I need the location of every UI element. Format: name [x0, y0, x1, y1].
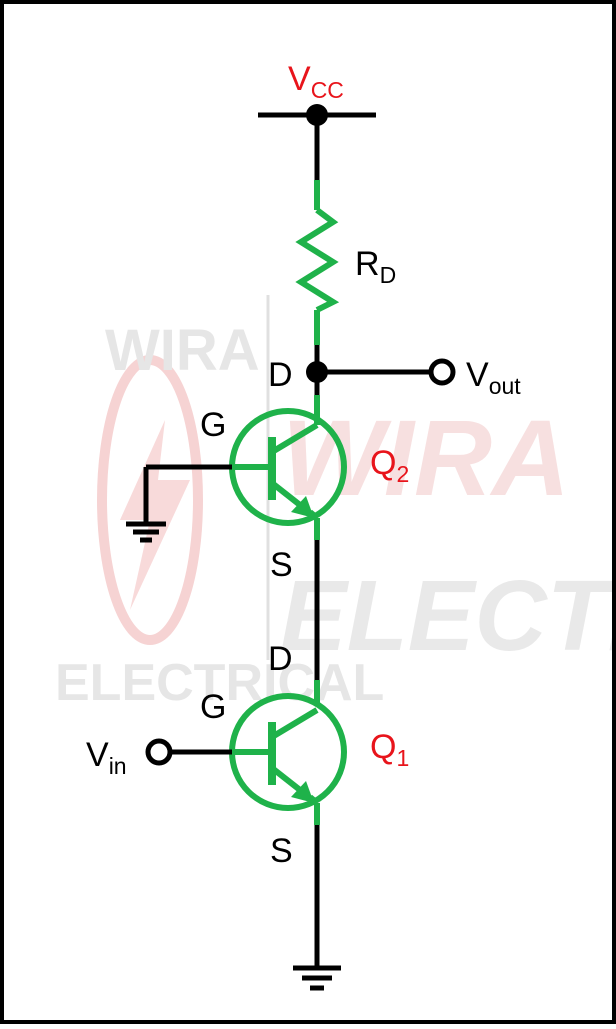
- vcc-label: VCC: [288, 60, 344, 103]
- q2-gate-label: G: [200, 406, 226, 444]
- watermark-small-bottom: ELECTRICAL: [55, 654, 384, 712]
- vout-terminal: [428, 358, 456, 386]
- watermark-bolt-icon: [120, 420, 190, 610]
- ground-icon: [126, 521, 166, 543]
- watermark-small-top: WIRA: [105, 318, 260, 383]
- q2-source-label: S: [270, 546, 293, 584]
- q2-drain-label: D: [268, 356, 293, 394]
- watermark-big-top: WIRA: [282, 397, 570, 518]
- vin-label: Vin: [86, 736, 127, 779]
- watermark-big-bottom: ELECTRICAL: [280, 560, 616, 672]
- q2-label: Q2: [370, 444, 409, 487]
- resistor-rd: [295, 207, 340, 313]
- q1-label: Q1: [370, 728, 409, 771]
- q1-source-label: S: [270, 832, 293, 870]
- vin-terminal: [145, 738, 173, 766]
- ground-icon: [293, 965, 341, 991]
- q1-gate-label: G: [200, 688, 226, 726]
- watermark-logo-icon: [97, 355, 203, 645]
- q1-drain-label: D: [268, 640, 293, 678]
- watermark: WIRA ELECTRICAL WIRA ELECTRICAL: [55, 295, 616, 712]
- rd-label: RD: [355, 245, 396, 288]
- vout-label: Vout: [466, 356, 521, 399]
